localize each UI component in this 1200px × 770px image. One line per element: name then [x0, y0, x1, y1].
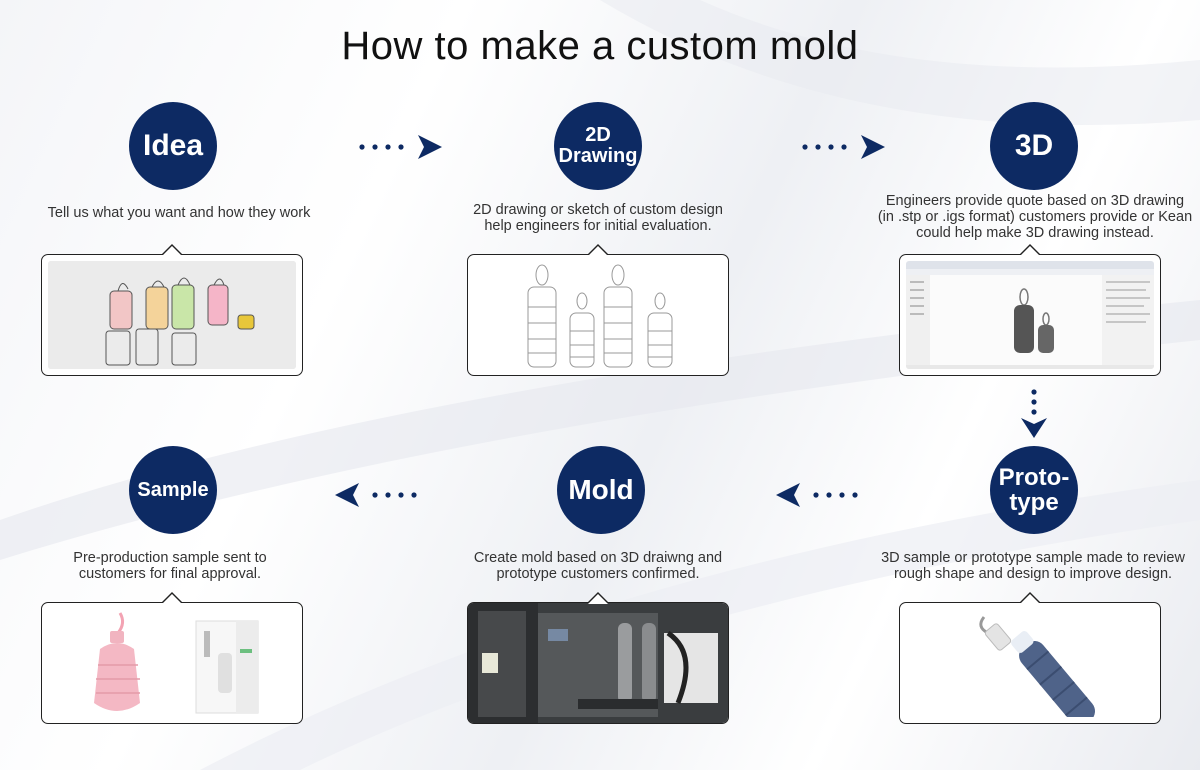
step-circle-idea: Idea [129, 102, 217, 190]
image-card-idea [41, 244, 303, 376]
prototype-bottle-image [906, 609, 1154, 717]
step-caption-sample: Pre-production sample sent to customers … [73, 550, 267, 582]
image-card-3d [899, 244, 1161, 376]
steel-mold-image [468, 603, 728, 723]
step-label: Idea [142, 129, 204, 163]
step-circle-prototype: Proto- type [990, 446, 1078, 534]
flow-arrow-left [776, 483, 858, 507]
flow-arrow-left [335, 483, 417, 507]
flow-arrow-down [1021, 389, 1047, 438]
step-circle-sample: Sample [129, 446, 217, 534]
flow-arrow-right [802, 135, 885, 159]
step-circle-3d: 3D [990, 102, 1078, 190]
cad-software-screenshot-image [906, 261, 1154, 369]
step-caption-idea: Tell us what you want and how they work [47, 205, 311, 221]
pink-bottle-and-box-image [48, 609, 296, 717]
image-card-mold [467, 592, 729, 724]
bottle-sketches-image [48, 261, 296, 369]
image-card-sample [41, 592, 303, 724]
step-caption-2d-drawing: 2D drawing or sketch of custom design he… [473, 202, 723, 234]
step-caption-mold: Create mold based on 3D draiwng and prot… [473, 550, 723, 582]
step-circle-mold: Mold [557, 446, 645, 534]
image-card-prototype [899, 592, 1161, 724]
image-card-2d-drawing [467, 244, 729, 376]
page-title: How to make a custom mold [341, 24, 859, 68]
step-circle-2d-drawing: 2D Drawing [554, 102, 642, 190]
step-caption-prototype: 3D sample or prototype sample made to re… [881, 550, 1185, 582]
step-caption-3d: Engineers provide quote based on 3D draw… [877, 193, 1193, 241]
2d-line-drawings-image [474, 261, 722, 369]
flow-arrow-right [359, 135, 442, 159]
